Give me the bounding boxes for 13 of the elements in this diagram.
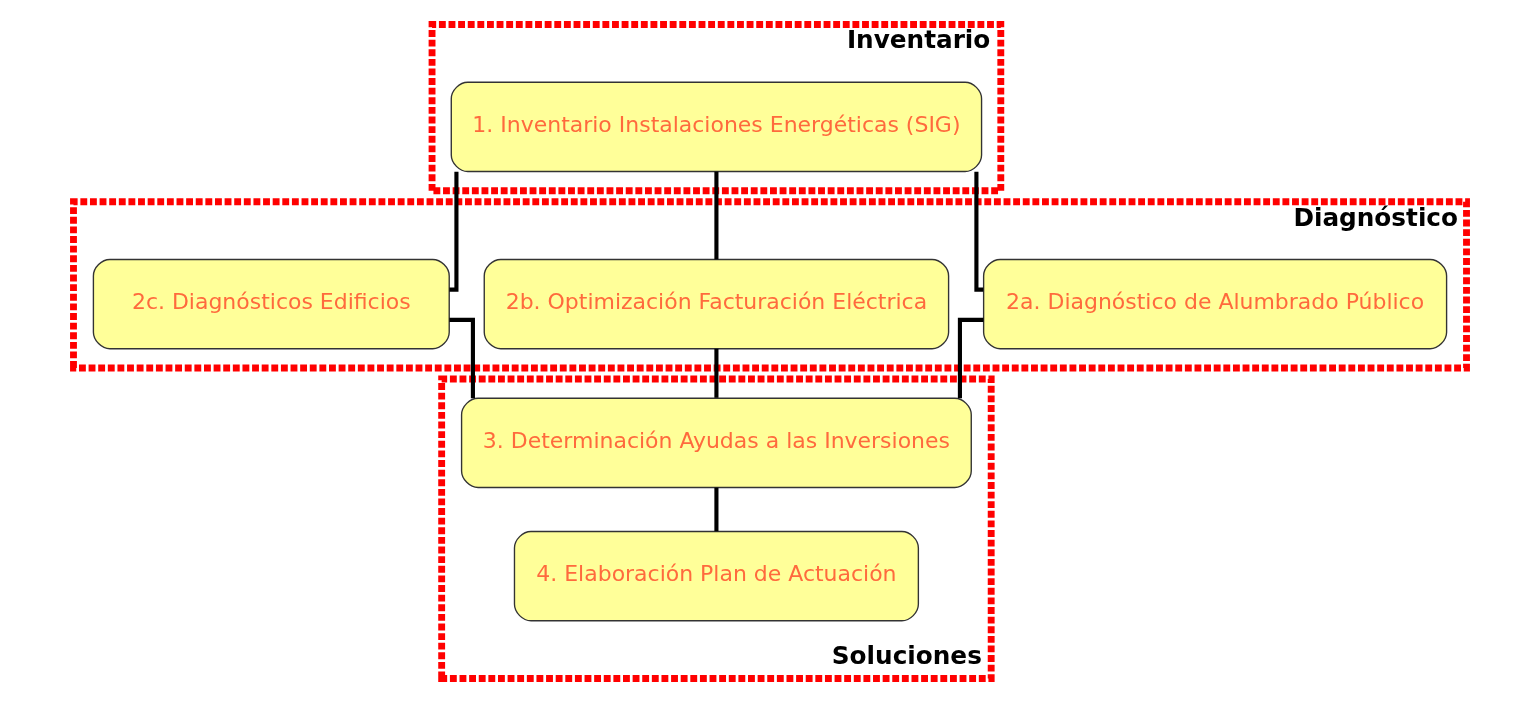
- node-box: 1. Inventario Instalaciones Energéticas (SIG): [450, 81, 983, 173]
- node-box: 2b. Optimización Facturación Eléctrica: [483, 258, 950, 350]
- connector: [974, 171, 984, 292]
- connector: [714, 487, 719, 532]
- node-box: 3. Determinación Ayudas a las Inversiones: [460, 397, 972, 489]
- node-box: 4. Elaboración Plan de Actuación: [513, 530, 920, 622]
- connector: [449, 171, 459, 292]
- connector: [714, 171, 719, 260]
- connector: [449, 317, 475, 399]
- node-box: 2a. Diagnóstico de Alumbrado Público: [982, 258, 1448, 350]
- node-box: 2c. Diagnósticos Edificios: [92, 258, 450, 350]
- connector: [714, 348, 719, 398]
- connector: [957, 317, 984, 399]
